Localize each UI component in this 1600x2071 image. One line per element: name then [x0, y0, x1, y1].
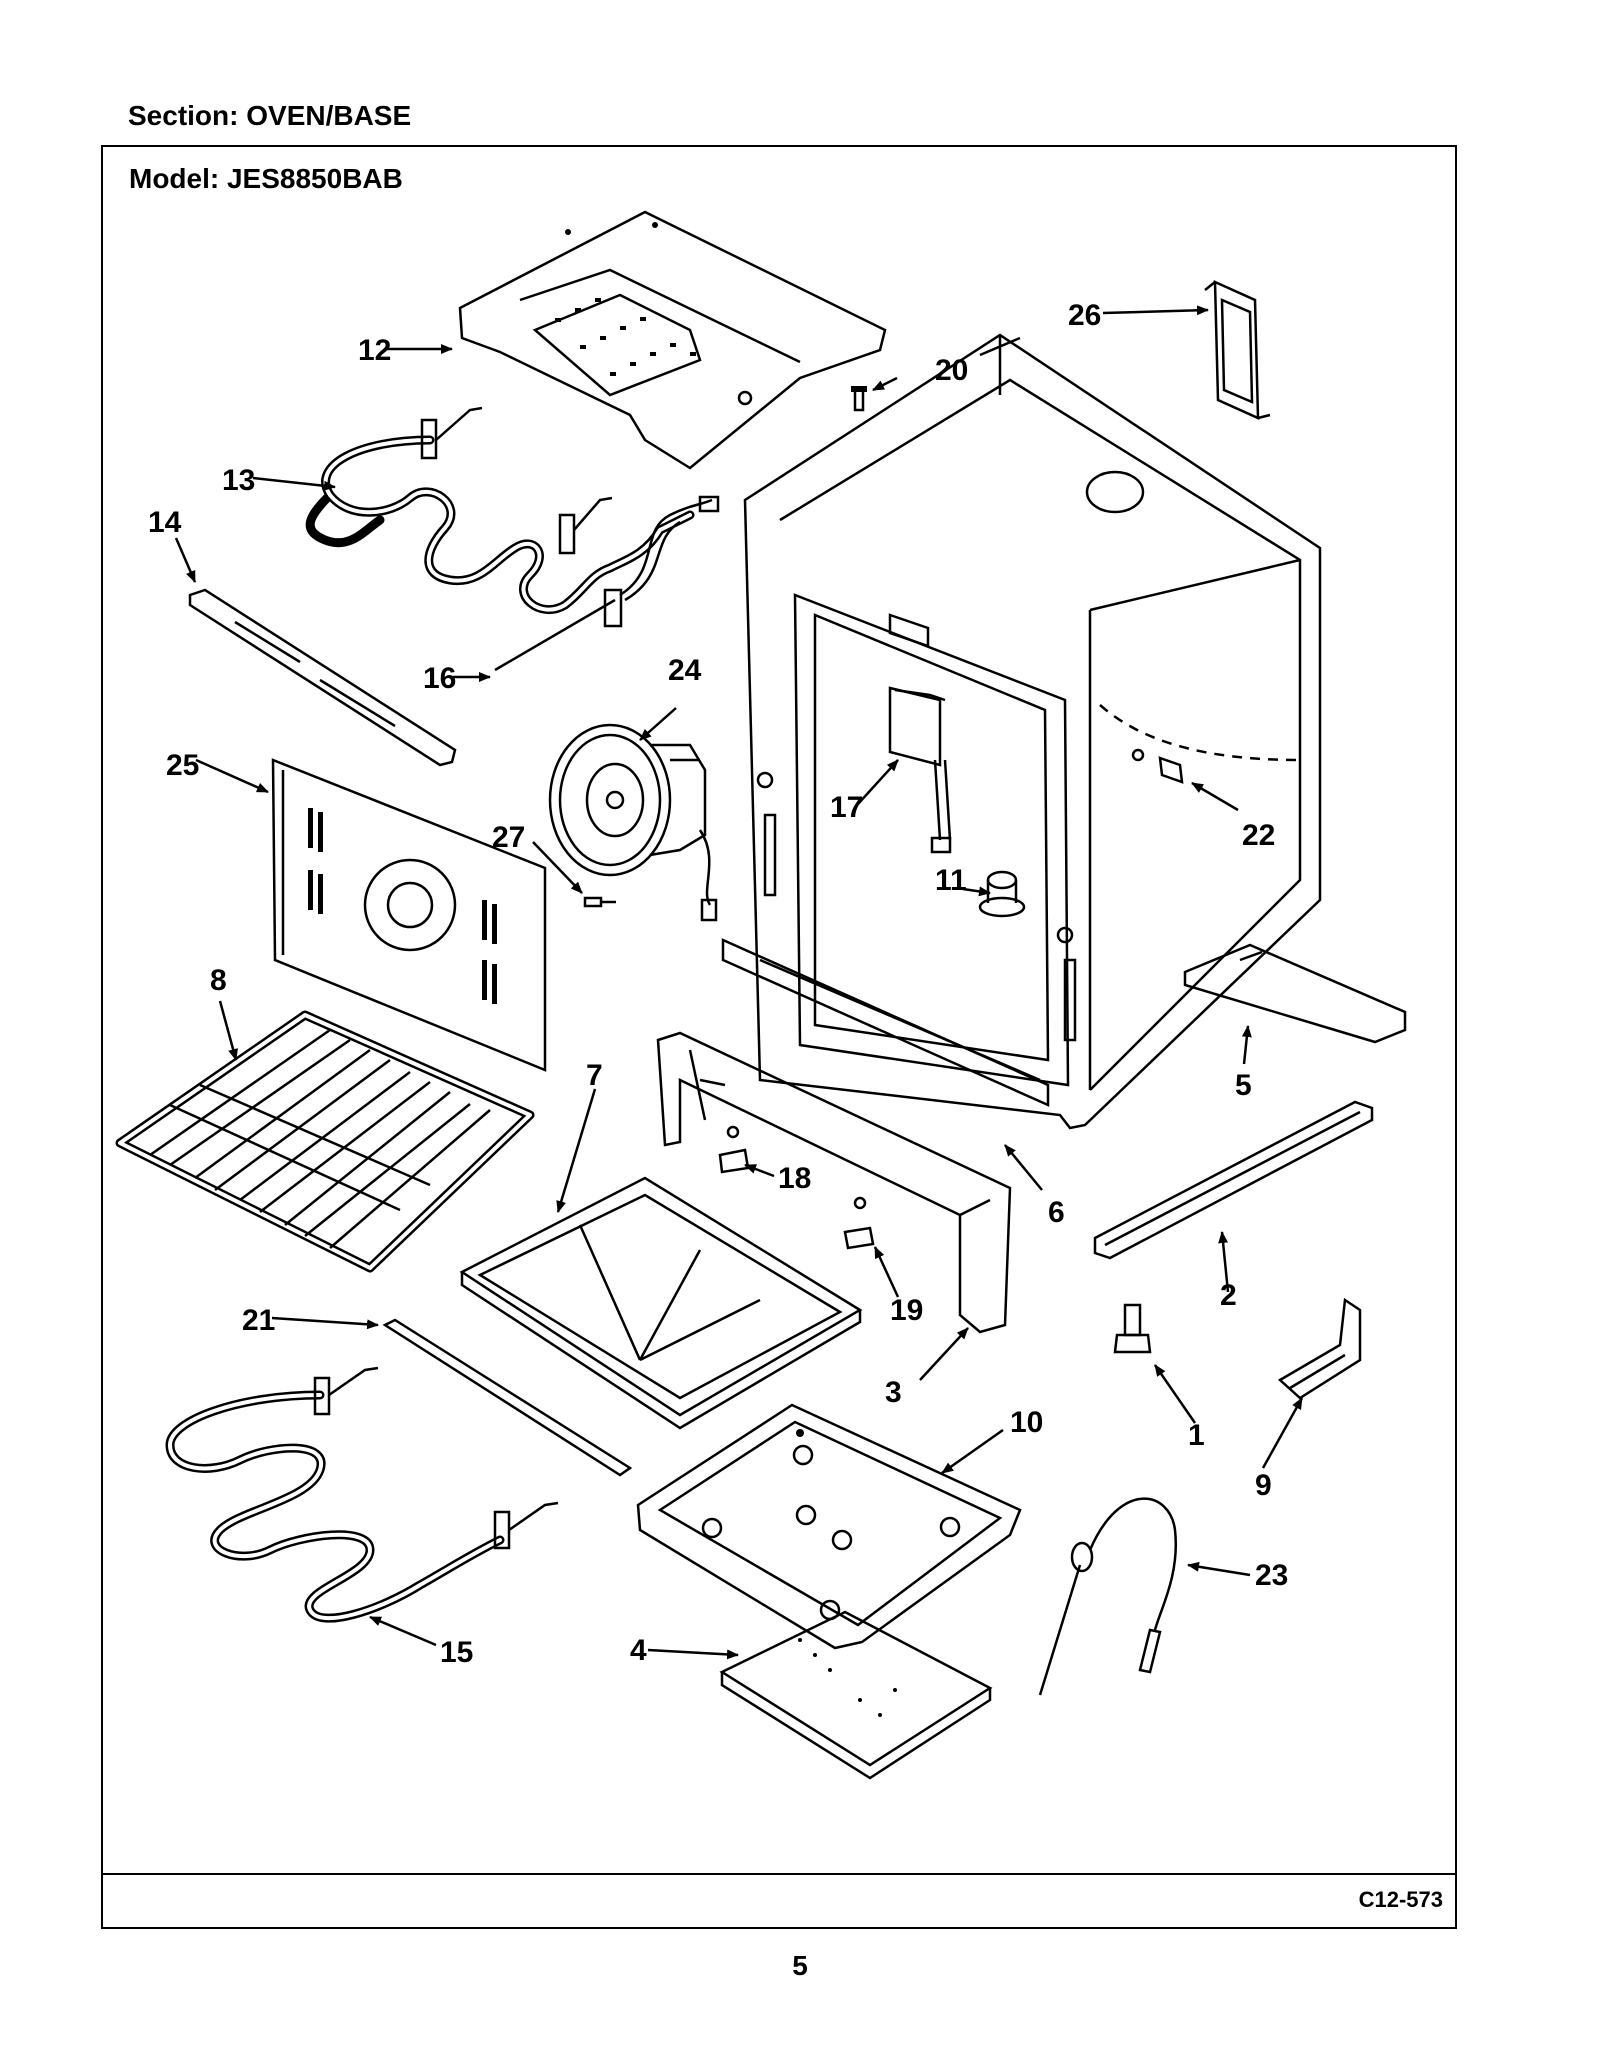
callout-7: 7: [586, 1059, 603, 1092]
callout-19: 19: [890, 1294, 923, 1327]
callout-20: 20: [935, 354, 968, 387]
screw-27: [583, 896, 616, 908]
callout-24: 24: [668, 654, 702, 687]
callout-18: 18: [778, 1162, 811, 1195]
callout-17: 17: [830, 791, 863, 824]
callout-9: 9: [1255, 1469, 1272, 1502]
oven-light: [888, 686, 952, 854]
model-title: Model: JES8850BAB: [129, 163, 403, 194]
callout-11: 11: [935, 864, 967, 897]
diagram-frame: Model: JES8850BAB C12-573: [101, 145, 1457, 1929]
leveling-leg: [1113, 1303, 1152, 1354]
callout-22: 22: [1242, 819, 1275, 852]
callout-1: 1: [1188, 1419, 1205, 1452]
callout-13: 13: [222, 464, 255, 497]
vent-frame: [1204, 280, 1271, 420]
callout-labels: 12 13 14 16 24 20 26 25 27 17 11 22 8 7 …: [148, 299, 1288, 1669]
screw-20: [851, 386, 867, 412]
rear-support: [1183, 943, 1407, 1044]
callout-2: 2: [1220, 1279, 1237, 1312]
clip-18: [718, 1125, 750, 1174]
callout-21: 21: [242, 1304, 275, 1337]
bake-element: [165, 1366, 559, 1623]
callout-12: 12: [358, 334, 391, 367]
broil-element: [305, 406, 695, 615]
side-rail: [1093, 1100, 1374, 1260]
front-frame: [721, 938, 1050, 1107]
fan-baffle-panel: [271, 758, 547, 1072]
callout-25: 25: [166, 749, 199, 782]
meat-probe: [1038, 1497, 1178, 1696]
callout-5: 5: [1235, 1069, 1252, 1102]
oven-rack: [115, 1010, 535, 1273]
section-title: Section: OVEN/BASE: [128, 100, 412, 131]
footer-divider: [103, 1873, 1455, 1875]
callout-26: 26: [1068, 299, 1101, 332]
bottom-plate: [719, 1610, 993, 1780]
leg-bracket: [1277, 1297, 1362, 1400]
door-stop-clip: [1131, 748, 1184, 784]
callout-16: 16: [423, 662, 456, 695]
callout-10: 10: [1010, 1406, 1043, 1439]
oven-sensor: [494, 495, 720, 672]
diagram-code: C12-573: [1358, 1887, 1443, 1912]
top-heat-shield: [458, 210, 887, 470]
callout-15: 15: [440, 1636, 473, 1669]
callout-6: 6: [1048, 1196, 1065, 1229]
broiler-drawer-frame: [459, 1176, 863, 1430]
callout-14: 14: [148, 506, 182, 539]
trim-strip: [382, 1318, 633, 1477]
callout-leaders: [174, 305, 1304, 1660]
convection-fitting: [978, 870, 1026, 918]
convection-fan: [548, 723, 718, 922]
callout-23: 23: [1255, 1559, 1288, 1592]
callout-3: 3: [885, 1376, 902, 1409]
bottom-pan: [636, 1403, 1022, 1650]
clip-19: [843, 1196, 875, 1250]
oven-cavity: [743, 333, 1322, 1130]
drawer-side-frame: [656, 1031, 1012, 1334]
callout-4: 4: [630, 1634, 647, 1667]
page-number: 5: [792, 1950, 808, 1981]
callout-8: 8: [210, 964, 227, 997]
callout-27: 27: [492, 821, 525, 854]
element-support-strip: [188, 588, 457, 767]
